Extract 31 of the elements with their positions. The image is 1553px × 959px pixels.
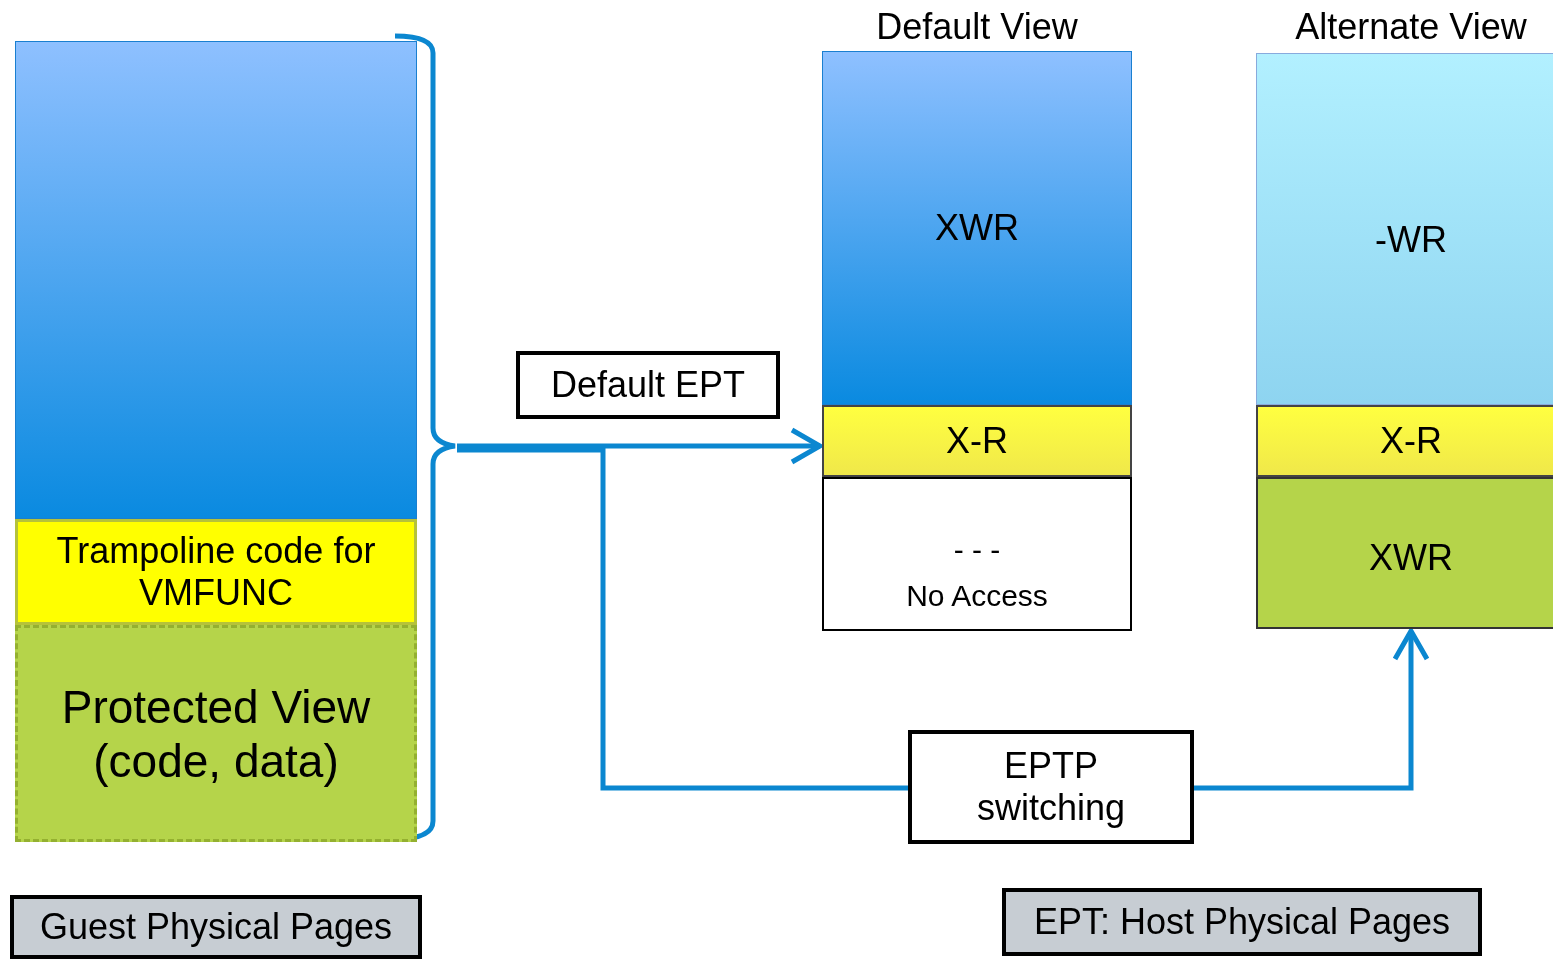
box-label: EPTP switching (975, 745, 1127, 829)
region-label: XWR (1369, 537, 1453, 579)
box-label: Default EPT (550, 364, 746, 406)
memory-region (15, 625, 417, 842)
column-heading: Alternate View (1295, 5, 1527, 49)
label-box (908, 730, 1194, 844)
arrow (457, 427, 823, 465)
arrow (1194, 628, 1430, 791)
memory-region (1256, 405, 1553, 477)
region-label: Trampoline code for VMFUNC (55, 530, 377, 614)
dash-mark: - - - (953, 533, 1001, 567)
column-heading: Default View (876, 5, 1078, 49)
memory-region (822, 51, 1132, 405)
label-box (1002, 888, 1482, 956)
region-label: Protected View (code, data) (60, 679, 372, 788)
region-label: -WR (1375, 219, 1447, 261)
region-label: No Access (906, 579, 1048, 613)
memory-region (822, 477, 1132, 631)
region-label: XWR (935, 207, 1019, 249)
memory-region (1256, 477, 1553, 629)
memory-region (1256, 53, 1553, 405)
connector-line (457, 447, 908, 791)
memory-region (15, 519, 417, 625)
memory-region (822, 405, 1132, 477)
label-box (10, 895, 422, 959)
box-label: EPT: Host Physical Pages (1033, 901, 1451, 943)
box-label: Guest Physical Pages (39, 906, 393, 948)
memory-region (15, 41, 417, 519)
label-box (516, 351, 780, 419)
region-label: X-R (946, 420, 1008, 462)
region-label: X-R (1380, 420, 1442, 462)
